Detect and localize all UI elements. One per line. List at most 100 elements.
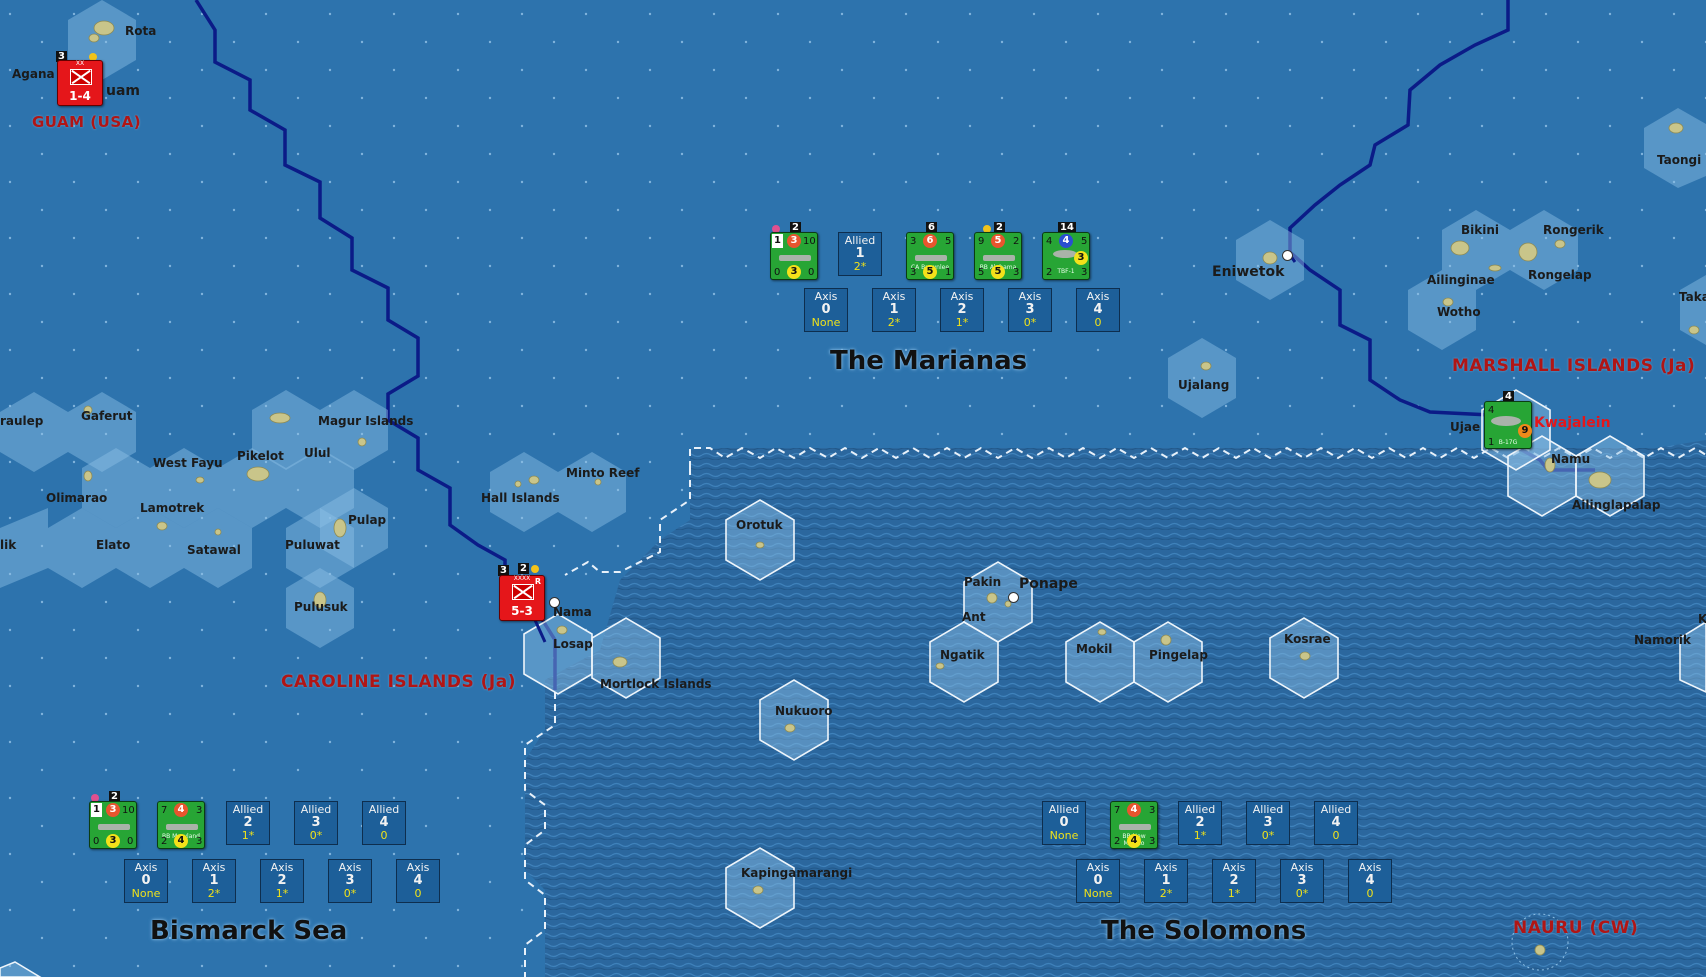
place-olimarao: Olimarao [46, 491, 108, 505]
place-lik: lik [0, 538, 17, 552]
place-elato: Elato [96, 538, 131, 552]
cruiser-silhouette-icon [915, 255, 947, 261]
stack-count: 3 [498, 565, 509, 576]
battleship-silhouette-icon [983, 255, 1015, 261]
place-ponape: Ponape [1019, 576, 1078, 592]
unit-carrier-marianas[interactable]: 1 3 10 0 3 0 [770, 232, 818, 280]
hex-ujalang [1168, 338, 1236, 418]
place-ngatik: Ngatik [940, 648, 985, 662]
hex-ngatik [930, 622, 998, 702]
stack-count: 6 [926, 222, 937, 233]
place-gaferut: Gaferut [81, 409, 133, 423]
hex-namorik [1680, 622, 1706, 692]
stack-count: 3 [56, 51, 67, 62]
unit-battleship-marianas[interactable]: 9 5 2 BB Alabama 5 5 3 [974, 232, 1022, 280]
place-magur: Magur Islands [318, 414, 414, 428]
hex-pingelap [1134, 622, 1202, 702]
place-rongelap: Rongelap [1528, 268, 1592, 282]
place-nukuoro: Nukuoro [775, 704, 833, 718]
place-kosrae: Kosrae [1284, 632, 1331, 646]
unit-army-guam[interactable]: XX 1-4 [57, 60, 103, 106]
region-marshall: MARSHALL ISLANDS (Ja) [1452, 356, 1696, 376]
bomber-silhouette-icon [1491, 416, 1521, 426]
stack-count: 4 [1503, 391, 1514, 402]
deep-water-edge-south [524, 680, 556, 977]
stack-count: 2 [109, 791, 120, 802]
deep-water-edge-west [564, 468, 691, 576]
place-pakin: Pakin [964, 575, 1002, 589]
unit-air-marianas[interactable]: 4 4 5 3 TBF-1 2 3 [1042, 232, 1090, 280]
hex-pikelot [218, 448, 286, 528]
sea-area-solomons[interactable]: The Solomons [1101, 916, 1307, 946]
hex-magur [252, 390, 320, 470]
stack-marker-gold-icon [983, 225, 991, 233]
hex-namu [1508, 436, 1576, 516]
infantry-symbol-icon [512, 584, 534, 600]
place-raulep: raulep [0, 414, 44, 428]
stack-count: 2 [790, 222, 801, 233]
allied-box-marianas-1[interactable]: Allied 1 2* [838, 232, 882, 276]
sea-area-marianas[interactable]: The Marianas [830, 346, 1028, 376]
sea-boundary-west [194, 0, 557, 690]
unit-air-kwajalein[interactable]: 4 9 B-17G 1 [1484, 401, 1532, 449]
sea-area-bismarck[interactable]: Bismarck Sea [150, 916, 348, 946]
place-ujae: Ujae [1450, 420, 1481, 434]
stack-marker-gold-icon [89, 53, 97, 61]
stack-marker-pink-icon [772, 225, 780, 233]
place-orotuk: Orotuk [736, 518, 783, 532]
place-wotho: Wotho [1437, 305, 1481, 319]
unit-battleship-bismarck[interactable]: 7 4 3 BB Maryland 2 4 3 [157, 801, 205, 849]
place-taka: Taka [1679, 290, 1706, 304]
place-ulul: Ulul [304, 446, 331, 460]
unit-army-truk[interactable]: XXXX R 5-3 [499, 575, 545, 621]
aircraft-silhouette-icon [1053, 250, 1077, 258]
stack-marker-gold-icon [531, 565, 539, 573]
hex-westfayu [150, 448, 218, 528]
place-kapinga: Kapingamarangi [741, 866, 853, 880]
stack-count: 2 [994, 222, 1005, 233]
place-puluwat: Puluwat [285, 538, 340, 552]
place-hall: Hall Islands [481, 491, 560, 505]
hex-hall [490, 452, 558, 532]
port-eniwetok-icon [1282, 250, 1293, 261]
place-kwajalein: Kwajalein [1534, 415, 1611, 431]
unit-carrier-bismarck[interactable]: 1 3 10 0 3 0 [89, 801, 137, 849]
place-minto: Minto Reef [566, 466, 640, 480]
place-ailinginae: Ailinginae [1427, 273, 1495, 287]
place-mortlock: Mortlock Islands [600, 677, 712, 691]
unit-cruiser-marianas[interactable]: 3 6 5 CA Brownlee 3 5 1 [906, 232, 954, 280]
stack-count: 14 [1058, 222, 1076, 233]
hex-ulul [286, 448, 354, 528]
hex-satawal [184, 508, 252, 588]
place-pingelap: Pingelap [1149, 648, 1208, 662]
unit-battleship-solomons[interactable]: 7 4 3 BB New Mexico 2 4 3 [1110, 801, 1158, 849]
stack-marker-pink-icon [91, 794, 99, 802]
hex-lik [0, 508, 48, 588]
hex-taongi [1644, 108, 1706, 188]
place-rongerik: Rongerik [1543, 223, 1604, 237]
stack-count: 2 [518, 563, 529, 574]
